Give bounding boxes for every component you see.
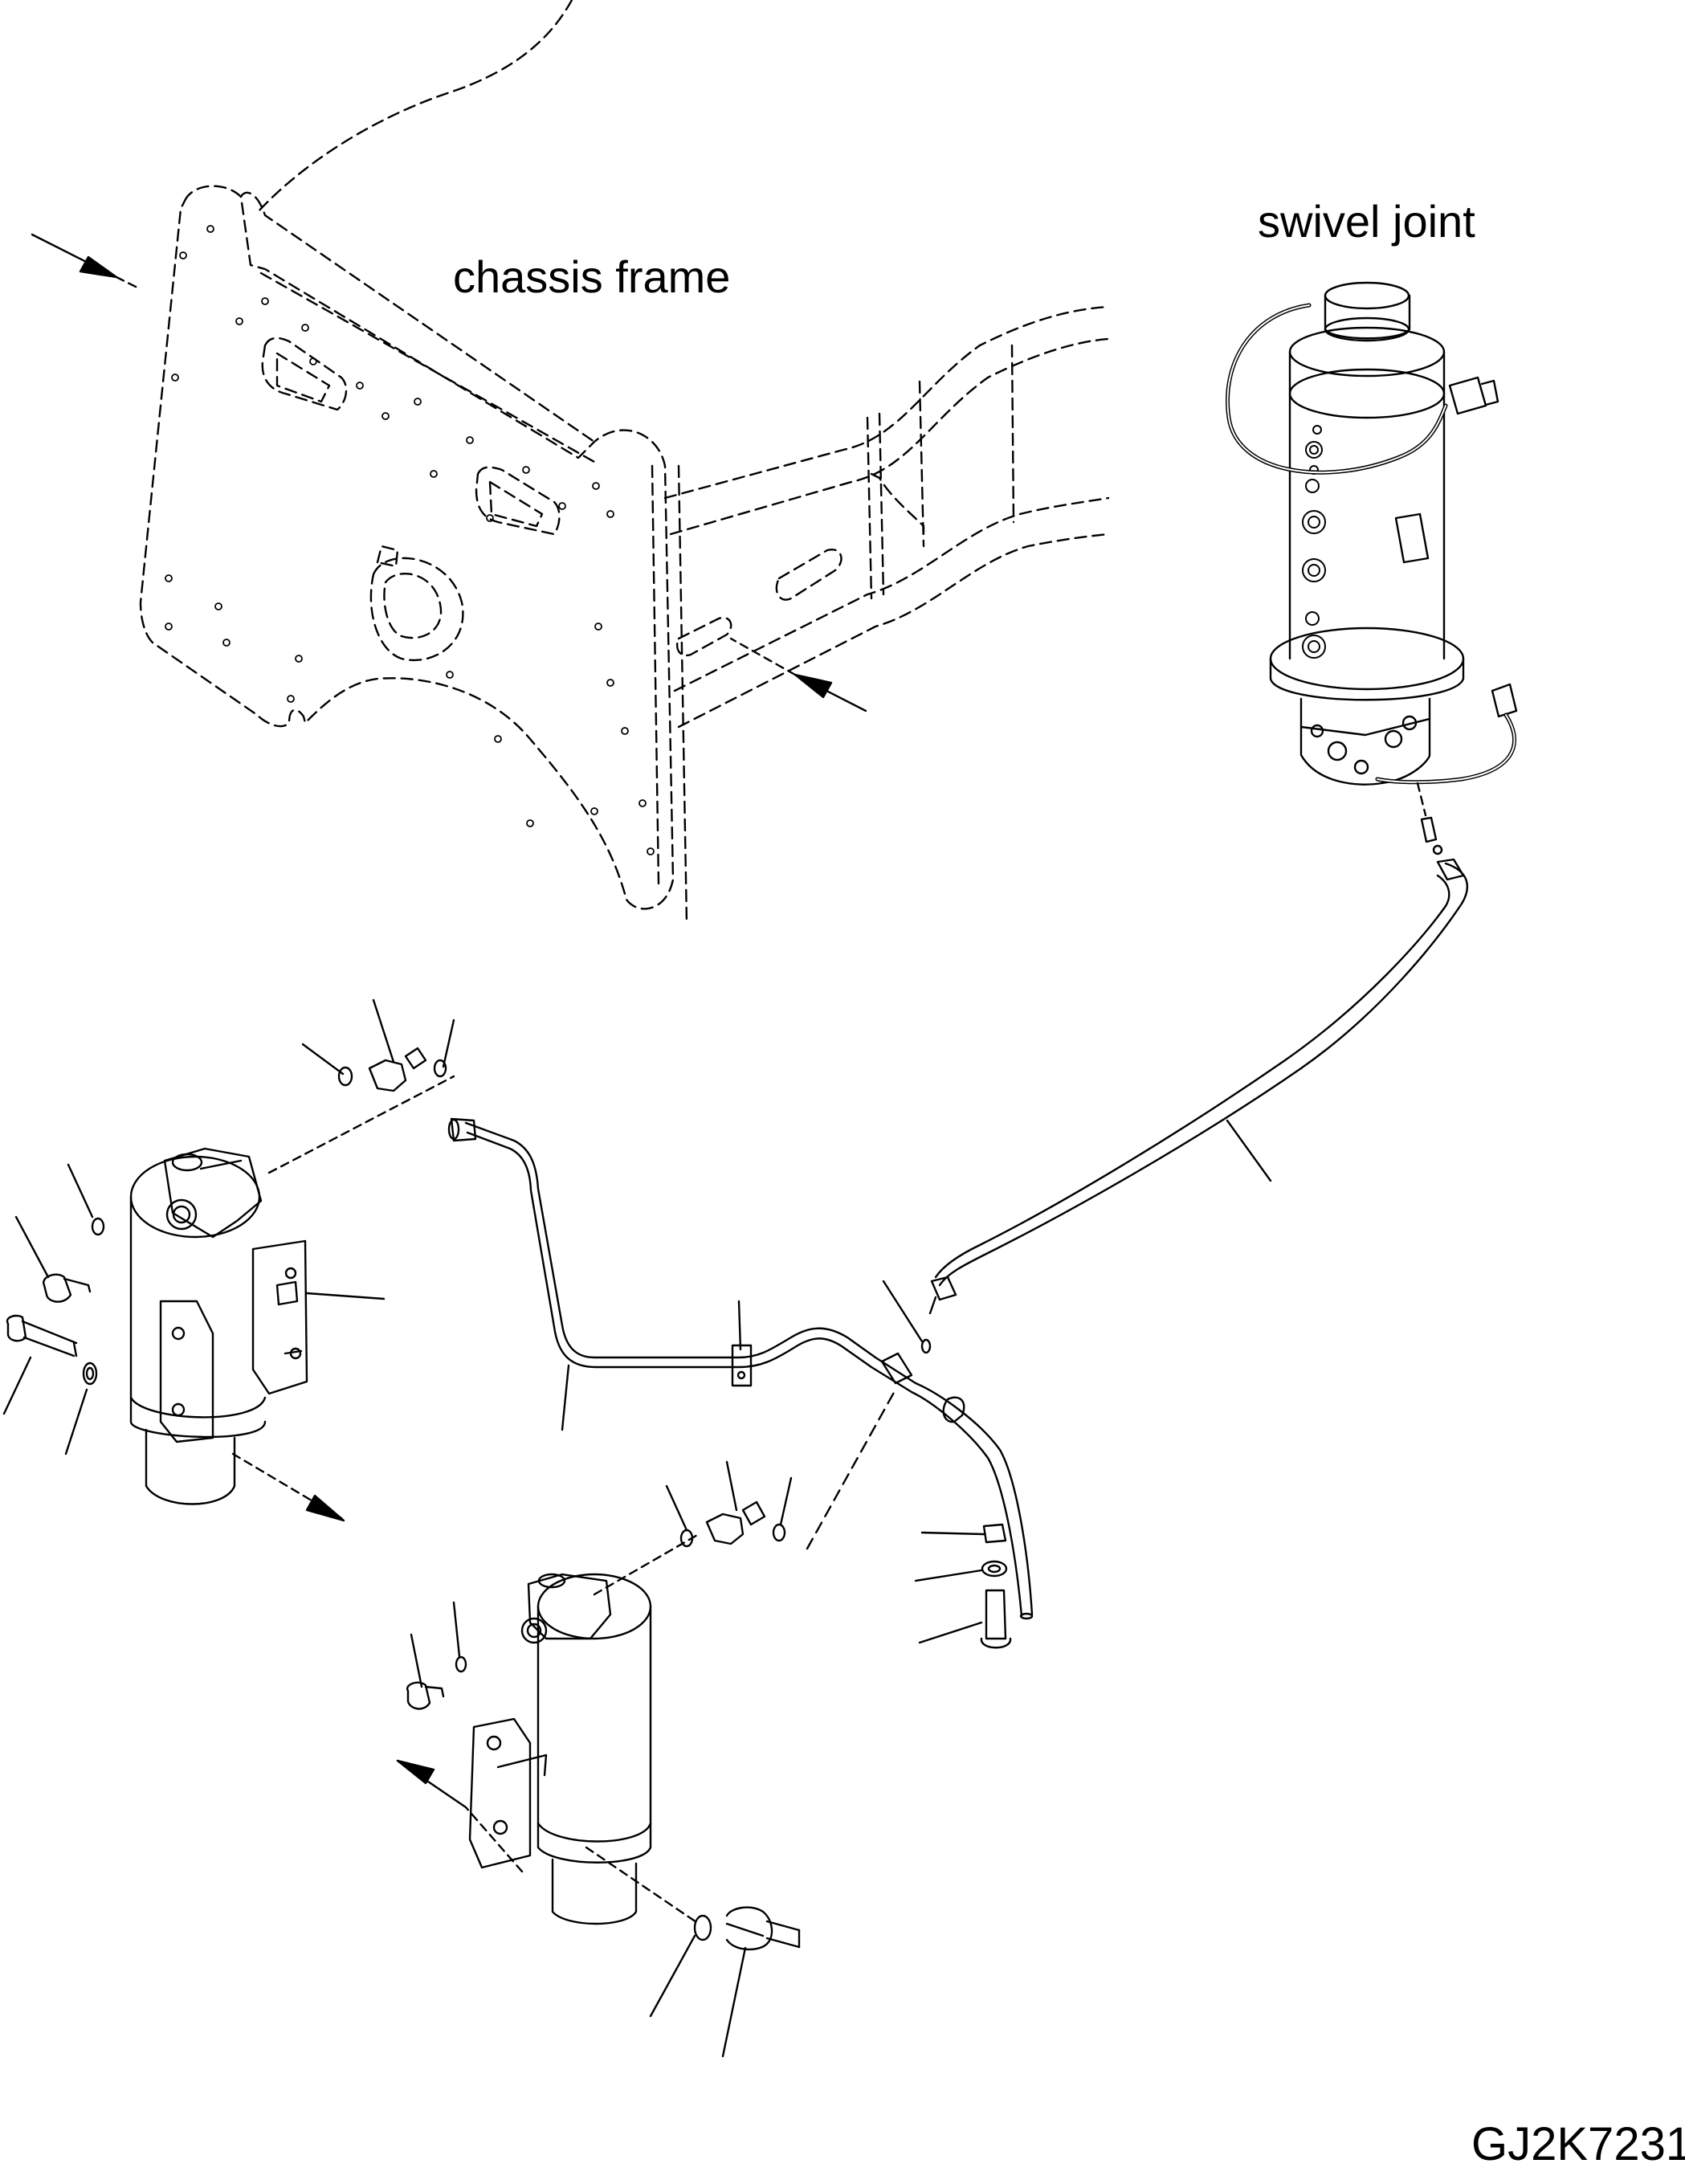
chassis-frame-label: chassis frame [453,251,731,302]
clamp-hardware [562,1121,1271,1647]
drawing-code: GJ2K7231 [1471,2118,1685,2170]
chassis-frame [141,0,1108,924]
lower-cylinder [398,1390,896,2056]
swivel-joint [1227,283,1516,854]
hose [930,859,1467,1313]
swivel-joint-label: swivel joint [1258,196,1475,247]
steel-tube [449,1119,1032,1619]
chassis-arrows [32,235,866,711]
upper-cylinder [4,1000,454,1521]
